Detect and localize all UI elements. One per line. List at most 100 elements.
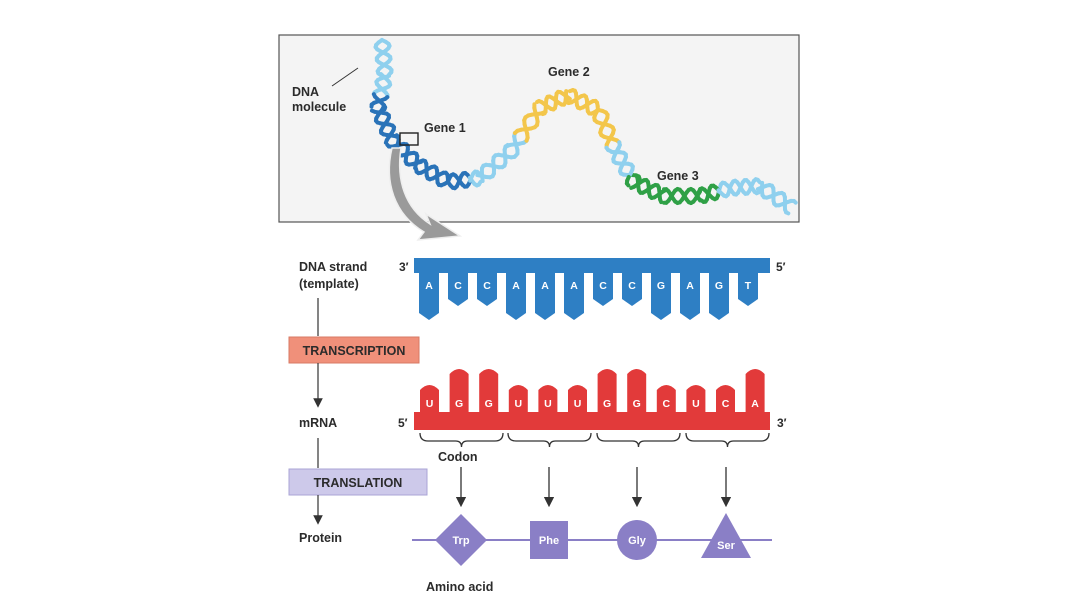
mrna-base [449,369,469,413]
mrna-base-letter: G [485,398,493,410]
mrna-base [686,385,706,413]
helix-strand-a [476,179,483,187]
mrna-base-letter: C [722,398,730,410]
dna-base [622,272,642,306]
transcription-box [288,336,420,364]
dna-base [651,272,671,320]
dna-base-letter: C [628,280,636,292]
mrna-base-letter: U [515,398,523,410]
dna-base [593,272,613,306]
dna-base-letter: A [686,280,694,292]
mrna-base-letter: U [544,398,552,410]
dna-base [709,272,729,320]
mrna-backbone [414,412,770,430]
dna-strand-label-line2: (template) [299,277,359,291]
amino-acid-triangle [701,513,751,558]
dna-left-end-label: 3′ [399,260,409,274]
dna-base-letter: C [599,280,607,292]
mrna-base-letter: G [455,398,463,410]
dna-helix [369,38,798,216]
dna-base-letter: G [657,280,665,292]
helix-strand-a [658,197,664,205]
dna-base-letter: T [745,280,752,292]
amino-acids: Trp Phe Gly Ser [435,467,751,566]
mrna-base [597,369,617,413]
dna-label-leader [331,67,359,87]
amino-acid-name: Trp [452,535,469,547]
codon-brace [596,432,681,448]
codon-brace [685,432,770,448]
amino-acid-label: Amino acid [426,580,493,594]
mrna-base-letter: U [574,398,582,410]
dna-right-end-label: 5′ [776,260,786,274]
mrna-right-end-label: 3′ [777,416,787,430]
mrna-base-letter: C [663,398,671,410]
codon-brace [419,432,504,448]
gene1-label: Gene 1 [424,121,466,135]
mrna-base [568,385,587,413]
zoom-arrow [388,147,463,241]
amino-acid-circle [617,520,657,560]
translation-label: TRANSLATION [314,476,403,490]
dna-base-letter: A [512,280,520,292]
mrna-base [508,385,528,413]
amino-acid-diamond [435,514,487,566]
mrna-base-letter: G [603,398,611,410]
helix-strand-b [755,177,762,185]
mrna-base-letter: U [692,398,700,410]
dna-base [535,272,555,320]
dna-base [477,272,497,306]
helix-strand-b [624,181,631,188]
helix-strand-b [512,152,519,159]
dna-base-letter: A [570,280,578,292]
amino-acid-name: Phe [539,535,559,547]
gene3-label: Gene 3 [657,169,699,183]
mrna-base-letter: G [633,398,641,410]
mrna-base-letter: U [426,398,434,410]
dna-base [448,272,468,306]
mrna-base [716,385,735,413]
amino-acid-name: Ser [717,540,735,552]
dna-backbone [414,258,770,273]
codon-braces [419,432,770,448]
amino-acid-name: Gly [628,535,647,547]
transcription-label: TRANSCRIPTION [303,344,406,358]
helix-strand-b [564,94,572,101]
dna-base [506,272,526,320]
dna-base [564,272,584,320]
dna-base-letter: A [541,280,549,292]
protein-label: Protein [299,531,342,545]
mrna-left-end-label: 5′ [398,416,408,430]
mrna-base [745,369,765,413]
helix-strand-a [383,137,389,145]
mrna-base-letter: A [751,398,759,410]
dna-template-strand: 3′ 5′ A C C A A A C C G A G T [399,258,786,320]
dna-molecule-label-line1: DNA [292,85,319,99]
mrna-base [538,385,558,413]
dna-molecule-panel: DNA molecule Gene 1 Gene 2 Gene 3 [278,34,800,223]
dna-base-letter: A [425,280,433,292]
translation-box [288,468,428,496]
dna-base-letter: G [715,280,723,292]
codon-brace [507,432,592,448]
dna-base [419,272,439,320]
gene2-label: Gene 2 [548,65,590,79]
flow-column: DNA strand (template) TRANSCRIPTION mRNA… [288,260,428,545]
mrna-base [656,385,676,413]
amino-acid-square [530,521,568,559]
helix-strand-a [791,198,798,205]
dna-base [738,272,758,306]
dna-strand-label-line1: DNA strand [299,260,367,274]
protein-chain: Trp Phe Gly Ser Amino acid [412,467,772,594]
mrna-base [627,369,647,413]
mrna-label: mRNA [299,416,337,430]
dna-base-letter: C [454,280,462,292]
mrna-base [479,369,499,413]
dna-base-letter: C [483,280,491,292]
panel-frame [278,34,800,223]
dna-molecule-label-line2: molecule [292,100,346,114]
helix-strand-b [784,210,791,216]
